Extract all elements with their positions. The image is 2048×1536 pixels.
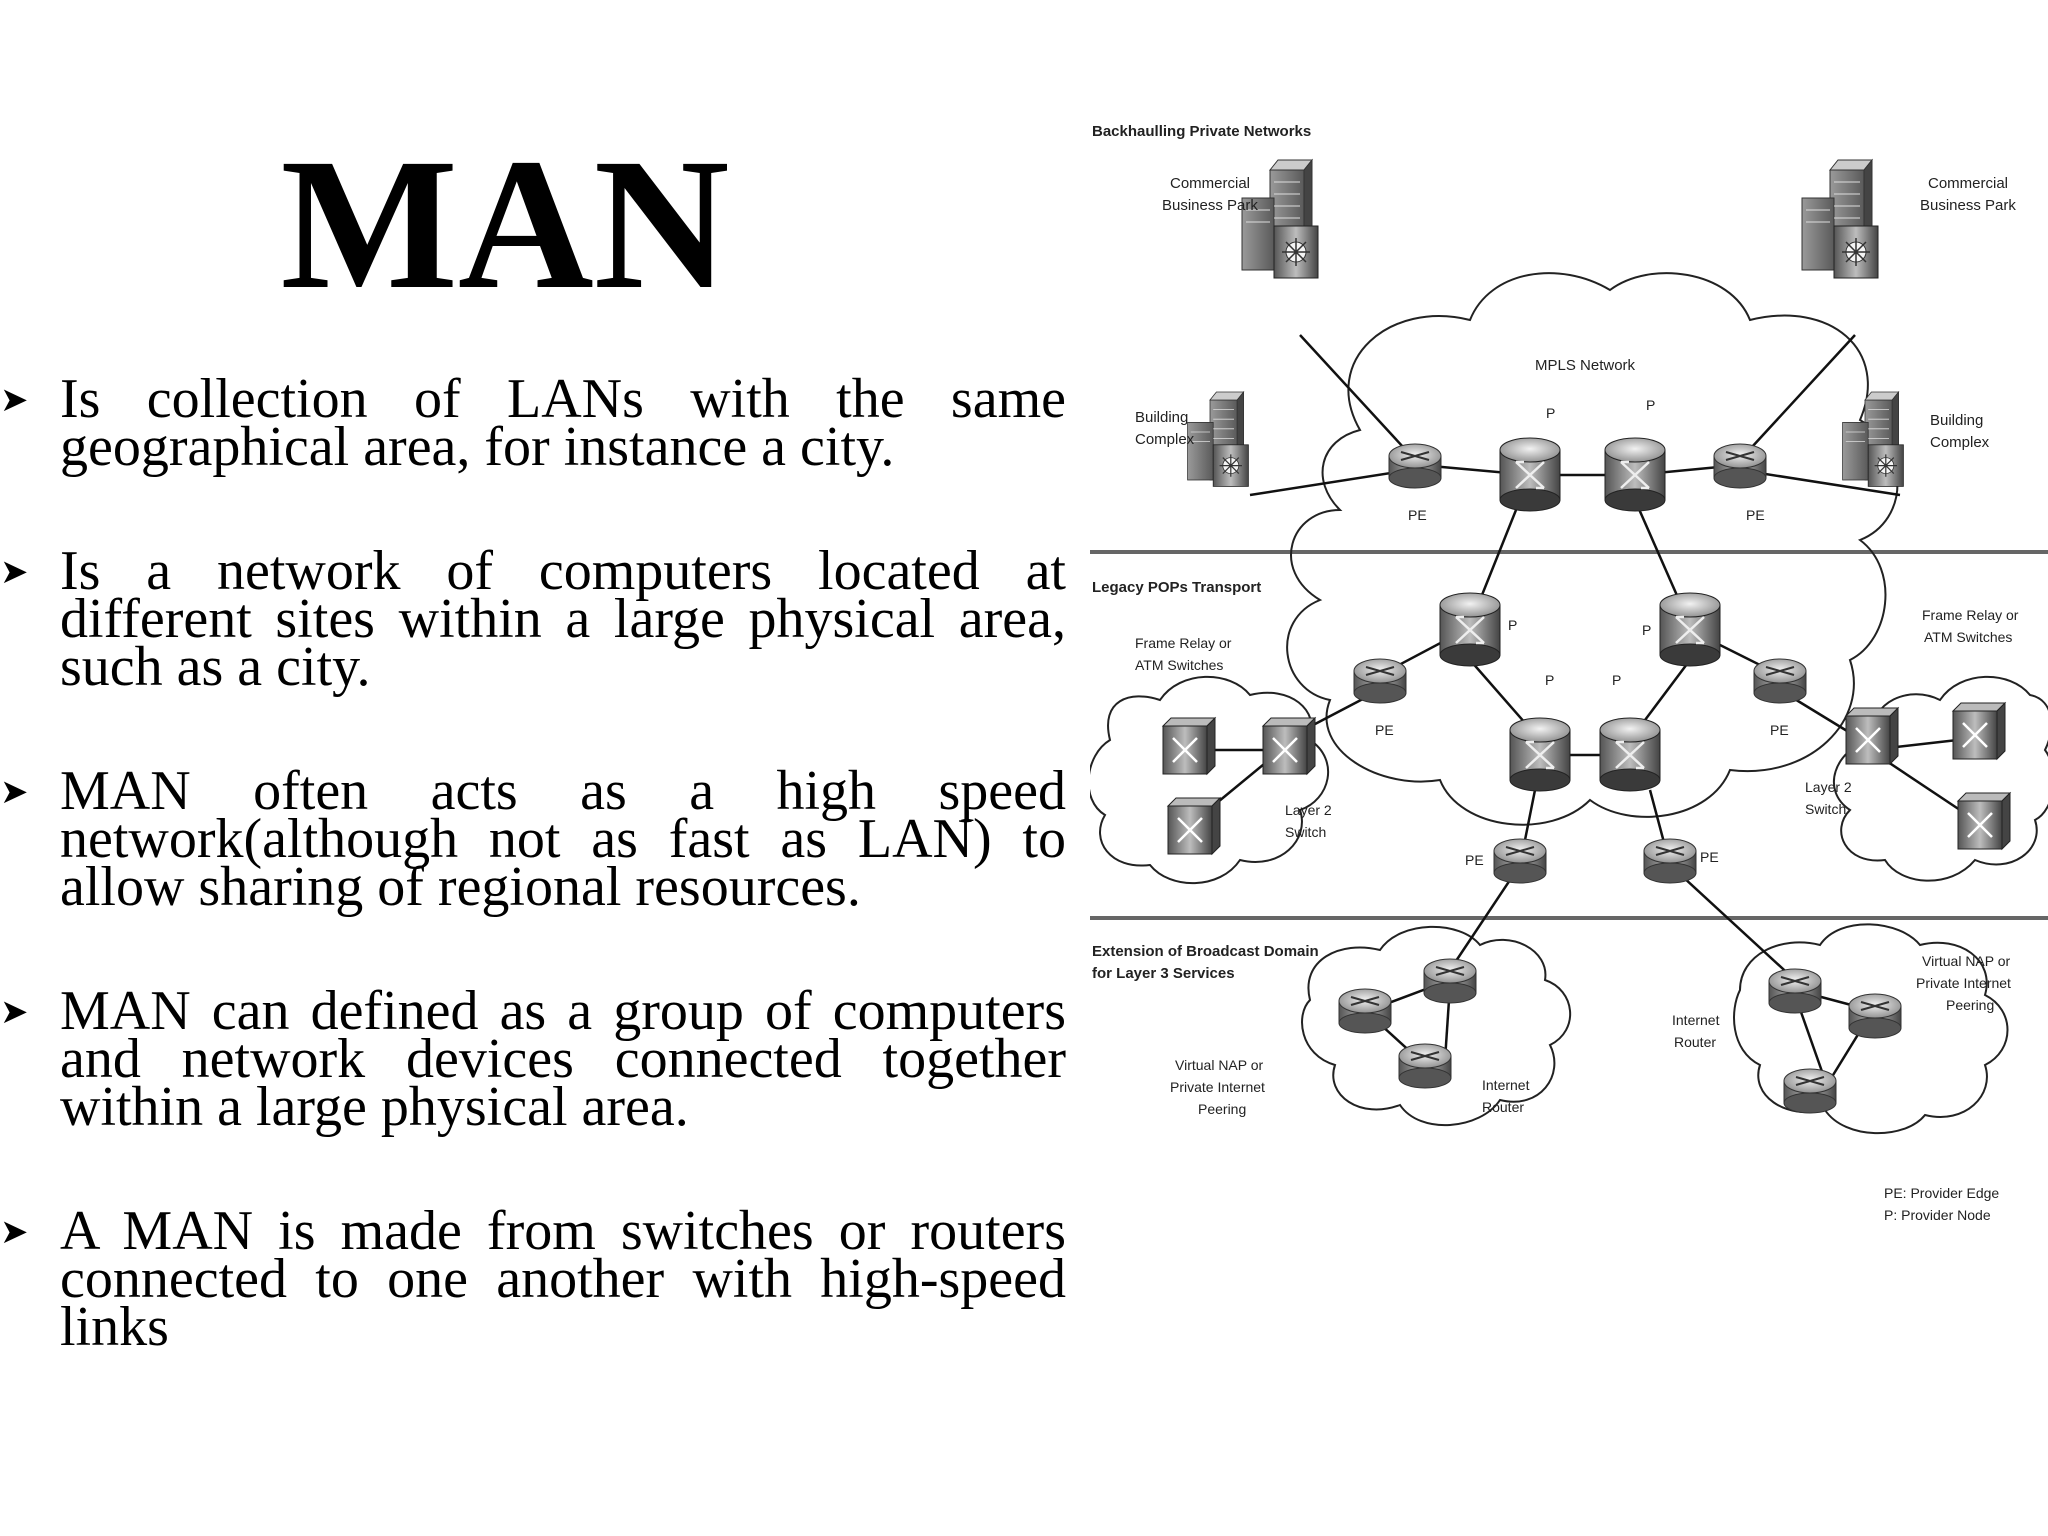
atm-switch xyxy=(1956,791,2012,851)
arrow-bullet-icon: ➤ xyxy=(0,552,29,592)
label-pe: PE xyxy=(1700,849,1719,865)
router xyxy=(1423,958,1477,1004)
p-router xyxy=(1508,716,1572,793)
label-building: Complex xyxy=(1930,434,1990,451)
router xyxy=(1338,988,1392,1034)
label-virtual-nap: Private Internet xyxy=(1170,1079,1265,1095)
label-p: P xyxy=(1546,405,1555,421)
legend-p: P: Provider Node xyxy=(1884,1207,1991,1223)
section-label-legacy: Legacy POPs Transport xyxy=(1092,579,1261,596)
label-pe: PE xyxy=(1465,852,1484,868)
label-pe: PE xyxy=(1770,722,1789,738)
label-commercial: Business Park xyxy=(1920,197,2016,214)
internet-router xyxy=(1768,968,1822,1014)
label-p: P xyxy=(1646,397,1655,413)
arrow-bullet-icon: ➤ xyxy=(0,992,29,1032)
label-pe: PE xyxy=(1375,722,1394,738)
mpls-network-label: MPLS Network xyxy=(1535,357,1636,374)
arrow-bullet-icon: ➤ xyxy=(0,1212,29,1252)
label-building: Building xyxy=(1930,412,1983,429)
p-router xyxy=(1598,716,1662,793)
label-building: Building xyxy=(1135,409,1188,426)
label-virtual-nap: Virtual NAP or xyxy=(1922,953,2011,969)
commercial-business-park-left xyxy=(1241,159,1319,279)
bullet-text: Is a network of computers located at dif… xyxy=(60,540,1066,698)
mpls-cloud xyxy=(1286,272,1899,826)
internet-router xyxy=(1398,1043,1452,1089)
p-router xyxy=(1498,436,1562,513)
label-virtual-nap: Peering xyxy=(1198,1101,1246,1117)
pe-router xyxy=(1753,658,1807,704)
label-layer2-switch: Switch xyxy=(1285,824,1326,840)
arrow-bullet-icon: ➤ xyxy=(0,772,29,812)
p-router xyxy=(1603,436,1667,513)
section-label-extension: Extension of Broadcast Domain xyxy=(1092,943,1319,960)
label-commercial: Commercial xyxy=(1170,175,1250,192)
label-frame-relay: Frame Relay or xyxy=(1135,635,1232,651)
section-label-extension: for Layer 3 Services xyxy=(1092,965,1235,982)
label-virtual-nap: Peering xyxy=(1946,997,1994,1013)
pe-router xyxy=(1643,838,1697,884)
legend-pe: PE: Provider Edge xyxy=(1884,1185,1999,1201)
section-label-backhaul: Backhaulling Private Networks xyxy=(1092,123,1311,140)
label-internet-router: Router xyxy=(1482,1099,1524,1115)
label-p: P xyxy=(1642,622,1651,638)
pe-router xyxy=(1388,443,1442,489)
label-frame-relay: ATM Switches xyxy=(1924,629,2012,645)
pe-router xyxy=(1353,658,1407,704)
label-p: P xyxy=(1545,672,1554,688)
router xyxy=(1783,1068,1837,1114)
label-internet-router: Router xyxy=(1674,1034,1716,1050)
label-virtual-nap: Private Internet xyxy=(1916,975,2011,991)
atm-switch xyxy=(1161,716,1217,776)
label-layer2-switch: Layer 2 xyxy=(1805,779,1852,795)
commercial-business-park-right xyxy=(1801,159,1879,279)
building-complex-left xyxy=(1186,391,1250,487)
label-frame-relay: ATM Switches xyxy=(1135,657,1223,673)
bullet-text: MAN can defined as a group of computers … xyxy=(60,980,1066,1138)
man-network-diagram: MPLS Network xyxy=(1090,123,2048,1223)
internet-cloud-left xyxy=(1301,925,1572,1126)
frame-relay-cloud-right xyxy=(1832,675,2048,882)
bullet-text: MAN often acts as a high speed network(a… xyxy=(60,760,1066,918)
label-commercial: Business Park xyxy=(1162,197,1258,214)
label-frame-relay: Frame Relay or xyxy=(1922,607,2019,623)
atm-switch xyxy=(1951,701,2007,761)
p-router xyxy=(1658,591,1722,668)
layer2-switch xyxy=(1844,706,1900,766)
label-pe: PE xyxy=(1408,507,1427,523)
label-p: P xyxy=(1508,617,1517,633)
pe-router xyxy=(1493,838,1547,884)
label-layer2-switch: Switch xyxy=(1805,801,1846,817)
building-complex-right xyxy=(1841,391,1905,487)
bullet-text: Is collection of LANs with the same geog… xyxy=(60,368,1066,478)
slide-title: MAN xyxy=(280,119,730,328)
label-building: Complex xyxy=(1135,431,1195,448)
label-internet-router: Internet xyxy=(1672,1012,1720,1028)
label-pe: PE xyxy=(1746,507,1765,523)
label-layer2-switch: Layer 2 xyxy=(1285,802,1332,818)
label-internet-router: Internet xyxy=(1482,1077,1530,1093)
p-router xyxy=(1438,591,1502,668)
label-commercial: Commercial xyxy=(1928,175,2008,192)
pe-router xyxy=(1713,443,1767,489)
label-virtual-nap: Virtual NAP or xyxy=(1175,1057,1264,1073)
router xyxy=(1848,993,1902,1039)
internet-cloud-right xyxy=(1733,923,2009,1135)
label-p: P xyxy=(1612,672,1621,688)
bullet-text: A MAN is made from switches or routers c… xyxy=(60,1200,1066,1358)
layer2-switch xyxy=(1261,716,1317,776)
arrow-bullet-icon: ➤ xyxy=(0,380,29,420)
atm-switch xyxy=(1166,796,1222,856)
frame-relay-cloud-left xyxy=(1090,675,1329,885)
